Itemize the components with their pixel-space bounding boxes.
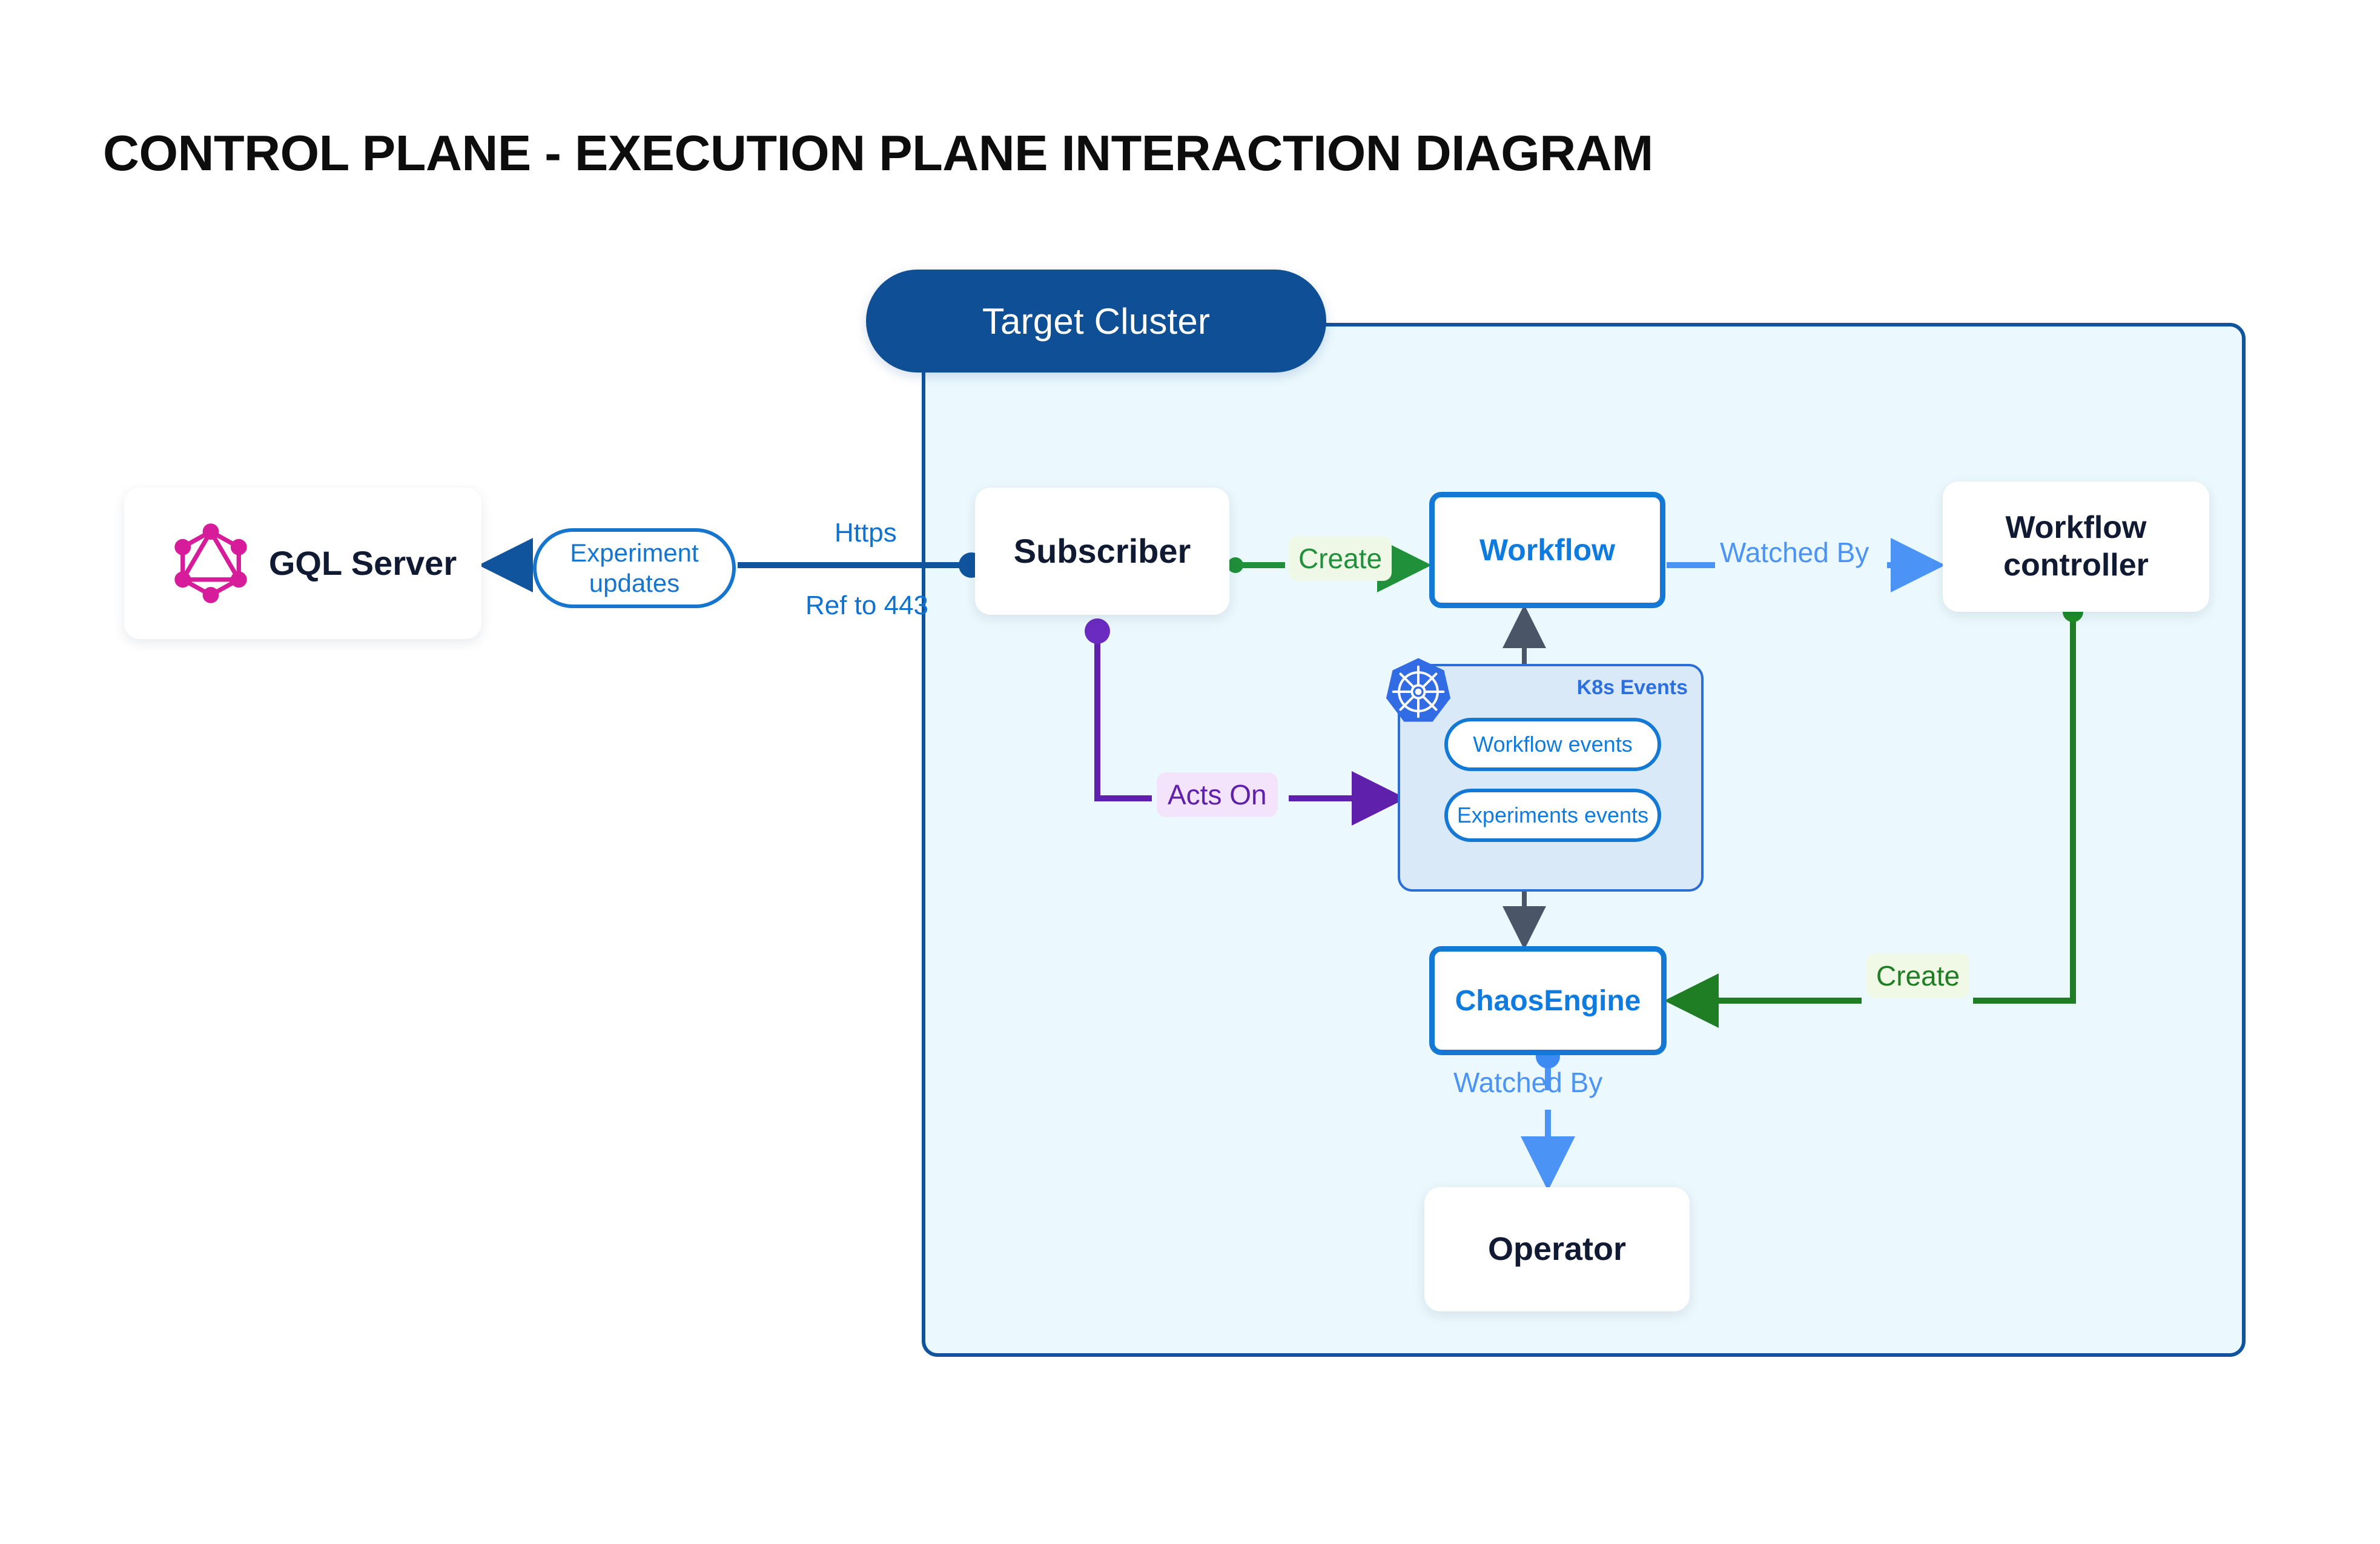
node-workflow-controller-line1: Workflow (2005, 510, 2147, 546)
node-gql-server-label: GQL Server (268, 543, 457, 582)
edge-label-watched-by-controller: Watched By (1720, 537, 1869, 568)
node-gql-server[interactable]: GQL Server (124, 488, 481, 639)
pill-experiments-events-label: Experiments events (1456, 803, 1649, 827)
pill-workflow-events-label: Workflow events (1473, 732, 1633, 757)
k8s-events-group: K8s Events (1398, 664, 1704, 892)
edge-label-create-workflow: Create (1289, 536, 1392, 581)
edge-label-experiment-updates: Experiment updates (533, 528, 736, 608)
edge-label-watched-by-operator: Watched By (1453, 1067, 1603, 1098)
kubernetes-icon (1386, 658, 1451, 722)
node-operator[interactable]: Operator (1424, 1187, 1690, 1311)
pill-experiments-events[interactable]: Experiments events (1444, 789, 1661, 842)
page-title: CONTROL PLANE - EXECUTION PLANE INTERACT… (103, 125, 1653, 181)
node-chaos-engine-label: ChaosEngine (1455, 984, 1641, 1017)
target-cluster-pill[interactable]: Target Cluster (866, 270, 1326, 373)
edge-label-acts-on: Acts On (1157, 772, 1278, 817)
node-workflow-controller[interactable]: Workflow controller (1943, 482, 2209, 612)
node-operator-label: Operator (1487, 1230, 1627, 1267)
edge-label-experiment-line1: Experiment (570, 538, 699, 568)
target-cluster-label: Target Cluster (982, 300, 1211, 342)
edge-label-create-chaosengine: Create (1866, 953, 1970, 998)
node-workflow-controller-line2: controller (2003, 547, 2149, 583)
edge-label-https: Https (835, 518, 897, 548)
node-workflow-label: Workflow (1479, 533, 1616, 567)
pill-workflow-events[interactable]: Workflow events (1444, 718, 1661, 771)
edge-label-ref-to-443: Ref to 443 (805, 591, 929, 620)
graphql-icon (174, 523, 247, 603)
k8s-events-title: K8s Events (1576, 676, 1688, 699)
edge-label-experiment-line2: updates (589, 569, 680, 597)
node-subscriber-label: Subscriber (1013, 531, 1191, 570)
node-chaos-engine[interactable]: ChaosEngine (1429, 946, 1667, 1055)
node-subscriber[interactable]: Subscriber (975, 488, 1229, 615)
node-workflow[interactable]: Workflow (1429, 492, 1665, 608)
